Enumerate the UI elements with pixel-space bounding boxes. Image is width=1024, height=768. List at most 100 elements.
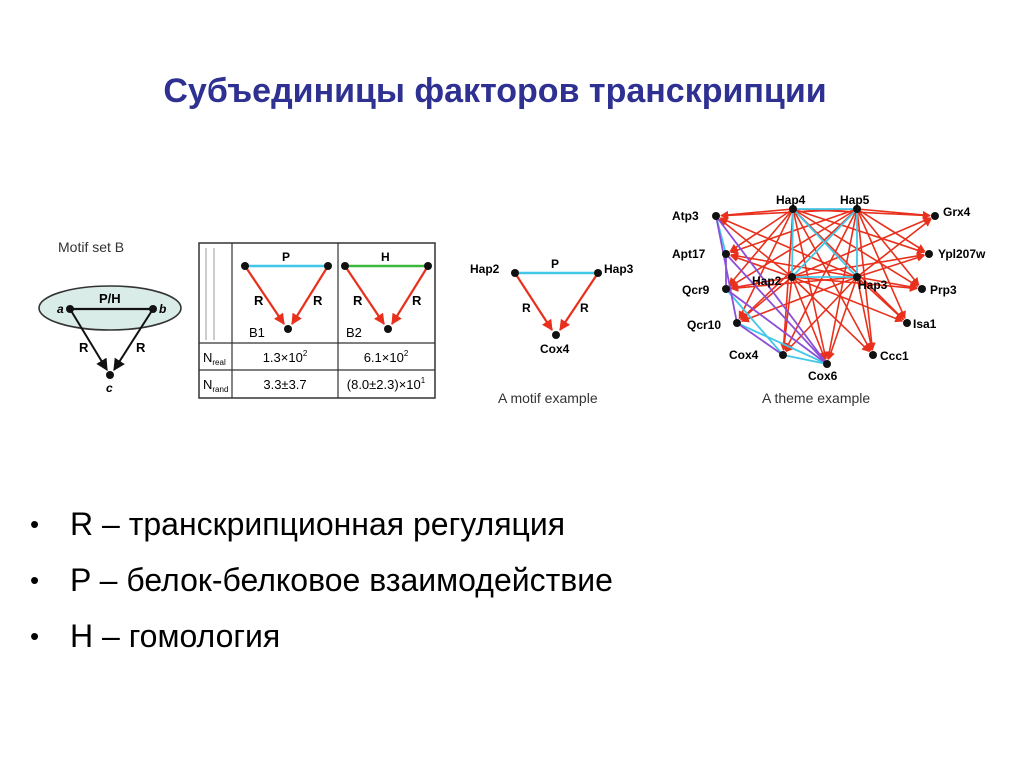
theme-edge-hap3-apt17	[730, 252, 858, 278]
theme-node-isa1	[903, 319, 911, 327]
bullet-homology: • H – гомология	[30, 612, 613, 668]
motif-edge-ac	[69, 308, 108, 372]
b1-right-label: R	[313, 293, 323, 308]
theme-edge-hap2-apt17	[729, 254, 793, 278]
theme-node-ccc1	[869, 351, 877, 359]
motif-example-p-label: P	[551, 257, 559, 271]
bullet-text: R – транскрипционная регуляция	[70, 506, 566, 542]
theme-node-hap4	[789, 205, 797, 213]
nrand-label: Nrand	[203, 377, 228, 394]
b1-node-bottom	[284, 325, 292, 333]
theme-node-hap5	[853, 205, 861, 213]
theme-node-label-cox4: Cox4	[729, 348, 759, 362]
theme-edge-hap5-atp3	[720, 208, 858, 220]
b2-top-label: H	[381, 250, 390, 264]
theme-node-qcr9	[722, 285, 730, 293]
theme-node-atp3	[712, 212, 720, 220]
theme-node-label-hap2: Hap2	[752, 274, 782, 288]
theme-edge-hap2-qcr9	[730, 276, 793, 291]
theme-edge-hap3-prp3	[856, 276, 918, 291]
table-motif-b2: H R R B2	[341, 250, 432, 340]
b1-name: B1	[249, 325, 265, 340]
theme-edge-hap5-ccc1	[856, 208, 876, 351]
motif-example-node-cox4	[552, 331, 560, 339]
theme-edge-hap4-qcr9	[728, 208, 794, 286]
motif-node-b	[149, 305, 157, 313]
theme-node-cox4	[779, 351, 787, 359]
theme-edge-hap2-isa1	[791, 276, 904, 323]
theme-edge-hap3-isa1	[856, 276, 904, 321]
b2-edge-right	[391, 265, 429, 325]
theme-node-grx4	[931, 212, 939, 220]
theme-edge-hap5-hap2	[791, 208, 858, 278]
motif-example-cox4-label: Cox4	[540, 342, 570, 356]
theme-edge-qcr10-cox6	[736, 322, 828, 365]
b2-name: B2	[346, 325, 362, 340]
motif-example-edge-right	[559, 272, 599, 331]
motif-example-caption: A motif example	[498, 390, 598, 406]
theme-edge-hap2-cox6	[791, 276, 827, 361]
motif-node-a	[66, 305, 74, 313]
motif-edge-bc	[113, 308, 154, 372]
theme-edge-hap2-ypl207w	[791, 252, 925, 278]
theme-node-label-hap3: Hap3	[858, 278, 888, 292]
theme-edge-hap3-atp3	[719, 217, 858, 278]
b1-edge-right	[291, 265, 329, 325]
network-motif-figure: Motif set B a b c P/H R R P R	[38, 193, 986, 406]
motif-edge-ac-label: R	[79, 340, 89, 355]
theme-node-cox6	[823, 360, 831, 368]
theme-edge-hap2-cox4	[780, 276, 793, 351]
motif-example-edge-left	[514, 272, 553, 331]
theme-node-label-hap4: Hap4	[776, 193, 806, 207]
bullet-marker: •	[30, 509, 40, 539]
theme-node-label-hap5: Hap5	[840, 193, 870, 207]
b2-left-label: R	[353, 293, 363, 308]
theme-node-label-qcr10: Qcr10	[687, 318, 721, 332]
motif-set-b: Motif set B a b c P/H R R	[38, 239, 182, 395]
b1-node-left	[241, 262, 249, 270]
theme-edge-hap5-isa1	[856, 208, 906, 320]
b2-node-right	[424, 262, 432, 270]
table-motif-b1: P R R B1	[241, 250, 332, 340]
motif-example-left-label: R	[522, 301, 531, 315]
theme-edge-hap3-ccc1	[856, 276, 875, 351]
theme-edge-hap5-cox6	[825, 208, 858, 360]
motif-table: P R R B1 H R R B2 Nreal 1.3×102 6.1×102 …	[198, 242, 436, 399]
b2-node-left	[341, 262, 349, 270]
motif-example-hap3-label: Hap3	[604, 262, 634, 276]
motif-example-hap2-label: Hap2	[470, 262, 500, 276]
bullet-text: H – гомология	[70, 618, 281, 654]
theme-edge-qcr9-cox6	[725, 288, 828, 365]
bullet-marker: •	[30, 621, 40, 651]
b2-node-bottom	[384, 325, 392, 333]
theme-edge-hap5-qcr9	[729, 208, 858, 288]
theme-edge-hap5-ypl207w	[856, 208, 926, 253]
theme-node-label-isa1: Isa1	[913, 317, 937, 331]
theme-node-qcr10	[733, 319, 741, 327]
theme-edge-hap4-apt17	[729, 208, 794, 252]
theme-edge-hap4-hap2	[791, 208, 794, 278]
motif-node-b-label: b	[159, 302, 166, 316]
theme-edge-hap3-ypl207w	[856, 253, 925, 278]
bullet-protein-interaction: •P – белок-белковое взаимодействие	[30, 556, 613, 612]
theme-node-label-atp3: Atp3	[672, 209, 699, 223]
b1-top-label: P	[282, 250, 290, 264]
theme-node-hap2	[788, 273, 796, 281]
theme-edge-hap5-prp3	[856, 208, 920, 286]
bullet-marker: •	[30, 565, 40, 595]
theme-edge-hap2-ccc1	[791, 276, 870, 353]
theme-edge-apt17-cox6	[725, 253, 828, 365]
theme-node-label-ccc1: Ccc1	[880, 349, 909, 363]
motif-edge-ab-label: P/H	[99, 291, 121, 306]
motif-node-c-label: c	[106, 381, 113, 395]
theme-node-hap3	[853, 273, 861, 281]
b1-node-right	[324, 262, 332, 270]
theme-edge-atp3-cox6	[715, 215, 828, 365]
theme-example-caption: A theme example	[762, 390, 870, 406]
theme-edge-hap5-grx4	[856, 208, 931, 219]
theme-edge-hap3-cox6	[827, 276, 858, 361]
theme-node-label-qcr9: Qcr9	[682, 283, 710, 297]
motif-node-c	[106, 371, 114, 379]
theme-edge-cox4-cox6	[782, 354, 828, 365]
